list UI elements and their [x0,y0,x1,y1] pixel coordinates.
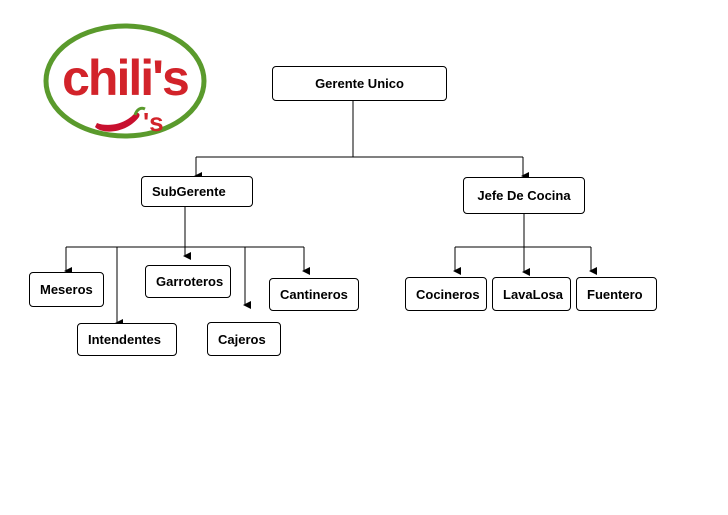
node-gerente-unico: Gerente Unico [272,66,447,101]
logo-suffix: 's [143,107,164,137]
node-garroteros: Garroteros [145,265,231,298]
node-intendentes: Intendentes [77,323,177,356]
node-subgerente: SubGerente [141,176,253,207]
node-meseros: Meseros [29,272,104,307]
node-fuentero: Fuentero [576,277,657,311]
node-cajeros: Cajeros [207,322,281,356]
chilis-logo: chili's 's [43,23,207,139]
pepper-icon [95,112,140,132]
node-cantineros: Cantineros [269,278,359,311]
logo-ring [43,23,207,139]
node-lavalosa: LavaLosa [492,277,571,311]
node-jefe-de-cocina: Jefe De Cocina [463,177,585,214]
logo-wordmark: chili's [62,50,188,106]
node-cocineros: Cocineros [405,277,487,311]
pepper-stem-icon [133,106,146,116]
